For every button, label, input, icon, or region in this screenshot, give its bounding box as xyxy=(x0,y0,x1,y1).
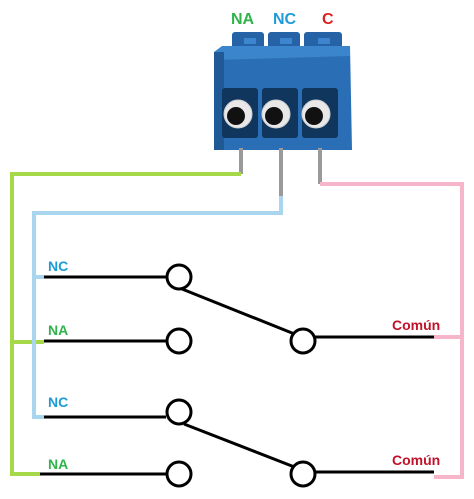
terminal-label-c: C xyxy=(322,11,334,28)
na-wire xyxy=(10,172,241,476)
switch-bottom-common-label: Común xyxy=(392,452,440,468)
switch-top-common-label: Común xyxy=(392,317,440,333)
terminal-label-na: NA xyxy=(231,11,255,28)
terminal-label-nc: NC xyxy=(273,11,297,28)
nc-wire xyxy=(32,196,283,419)
c-wire xyxy=(320,182,464,479)
spdt-switch-icon xyxy=(40,398,434,488)
switch-bottom-na-label: NA xyxy=(48,456,68,472)
switch-bottom-nc-label: NC xyxy=(48,394,68,410)
spdt-switch-icon xyxy=(44,263,434,355)
screw-terminal-block-icon xyxy=(214,32,352,196)
switch-top-nc-label: NC xyxy=(48,258,68,274)
switch-top-na-label: NA xyxy=(48,322,68,338)
